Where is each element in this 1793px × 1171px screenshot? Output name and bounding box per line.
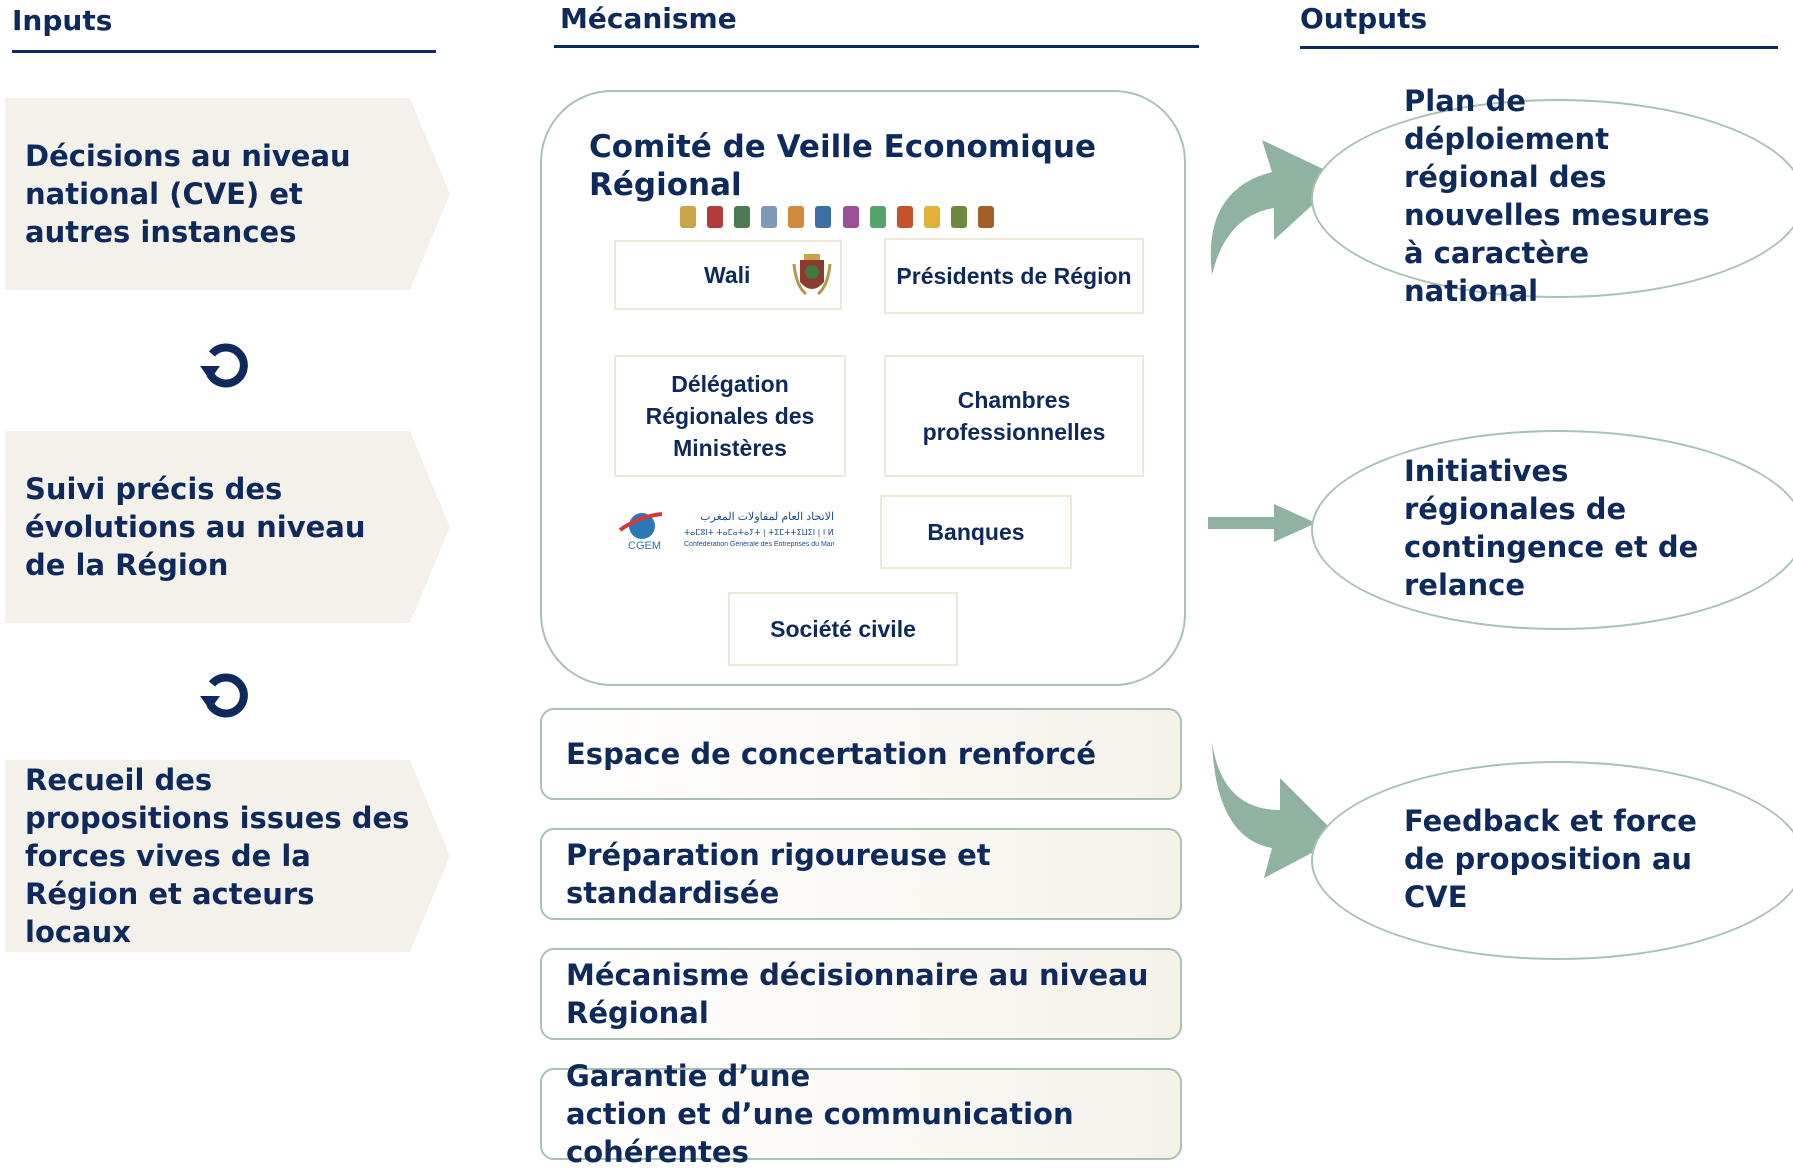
output-ellipse-2 bbox=[1311, 430, 1793, 630]
mechanism-text-4: Garantie d’une action et d’une communica… bbox=[566, 1059, 1074, 1169]
mechanism-box-4: Garantie d’une action et d’une communica… bbox=[540, 1059, 1182, 1169]
mechanism-text-3: Mécanisme décisionnaire au niveau Région… bbox=[566, 958, 1149, 1030]
cgem-tifinagh-name: ⵜⴰⵎⵓⵏⵜ ⵜⴰⵎⴰⵜⴰⵢⵜ | ⵜⵉⵎⵜⵜⵉⵡⵉⵏ | ⵏ ⵍⵎⵖⵔⵉⴱ bbox=[684, 528, 834, 537]
regional-logo-icon bbox=[788, 206, 805, 228]
straight-arrow-icon bbox=[1208, 504, 1316, 542]
regional-logo-icon bbox=[978, 206, 995, 228]
cycle-arrow-icon bbox=[200, 673, 248, 718]
mechanism-box-3: Mécanisme décisionnaire au niveau Région… bbox=[540, 948, 1182, 1040]
outputs-header-rule bbox=[1300, 46, 1778, 49]
member-chambres: Chambres professionnelles bbox=[884, 355, 1144, 477]
member-presidents: Présidents de Région bbox=[884, 238, 1144, 314]
committee-title: Comité de Veille Economique Régional bbox=[589, 129, 1097, 203]
input-text-1: Décisions au niveau national (CVE) et au… bbox=[25, 139, 351, 249]
input-text-3: Recueil des propositions issues des forc… bbox=[25, 763, 410, 949]
member-banques: Banques bbox=[880, 495, 1072, 569]
cgem-arabic-name: الاتحاد العام لمقاولات المغرب bbox=[700, 511, 834, 523]
input-text-2: Suivi précis des évolutions au niveau de… bbox=[25, 472, 366, 582]
member-delegation: Délégation Régionales des Ministères bbox=[614, 355, 846, 477]
regional-logo-icon bbox=[761, 206, 778, 228]
input-chevron-3: Recueil des propositions issues des forc… bbox=[5, 760, 450, 952]
output-text-3: Feedback et force de proposition au CVE bbox=[1404, 804, 1697, 914]
mechanism-box-2: Préparation rigoureuse et standardisée bbox=[540, 828, 1182, 920]
input-chevron-2: Suivi précis des évolutions au niveau de… bbox=[5, 431, 450, 623]
mechanism-header-rule bbox=[554, 45, 1199, 48]
regional-logo-icon bbox=[734, 206, 751, 228]
mechanism-box-1: Espace de concertation renforcé bbox=[540, 708, 1182, 800]
output-text-2: Initiatives régionales de contingence et… bbox=[1404, 454, 1699, 602]
inputs-header-rule bbox=[12, 50, 436, 53]
regional-logo-icon bbox=[680, 206, 696, 228]
cgem-logo-text: CGEM bbox=[628, 540, 661, 552]
cycle-arrow-icon bbox=[200, 343, 248, 388]
regional-logo-icon bbox=[815, 206, 832, 228]
mechanism-header: Mécanisme bbox=[560, 2, 737, 35]
output-text-1: Plan de déploiement régional des nouvell… bbox=[1404, 84, 1710, 308]
regional-logo-icon bbox=[707, 206, 724, 228]
regional-logo-icon bbox=[842, 206, 859, 228]
input-chevron-1: Décisions au niveau national (CVE) et au… bbox=[5, 98, 450, 290]
regional-logos-strip bbox=[680, 206, 1000, 228]
coat-of-arms-icon bbox=[792, 254, 832, 296]
curved-arrow-icon bbox=[1210, 140, 1342, 275]
cgem-globe-icon bbox=[618, 512, 663, 539]
regional-logo-icon bbox=[896, 206, 913, 228]
inputs-header: Inputs bbox=[12, 4, 113, 37]
member-societe-civile: Société civile bbox=[728, 592, 958, 666]
mechanism-text-2: Préparation rigoureuse et standardisée bbox=[566, 838, 991, 910]
output-ellipse-3 bbox=[1311, 761, 1793, 960]
outputs-header: Outputs bbox=[1300, 2, 1428, 35]
output-ellipse-1 bbox=[1311, 99, 1793, 298]
regional-logo-icon bbox=[923, 206, 940, 228]
member-wali-label: Wali bbox=[704, 262, 751, 288]
cgem-french-name: Confédération Générale des Entreprises d… bbox=[684, 541, 834, 548]
regional-logo-icon bbox=[869, 206, 886, 228]
regional-logo-icon bbox=[950, 206, 967, 228]
mechanism-text-1: Espace de concertation renforcé bbox=[566, 737, 1097, 771]
curved-arrow-icon bbox=[1212, 742, 1340, 878]
